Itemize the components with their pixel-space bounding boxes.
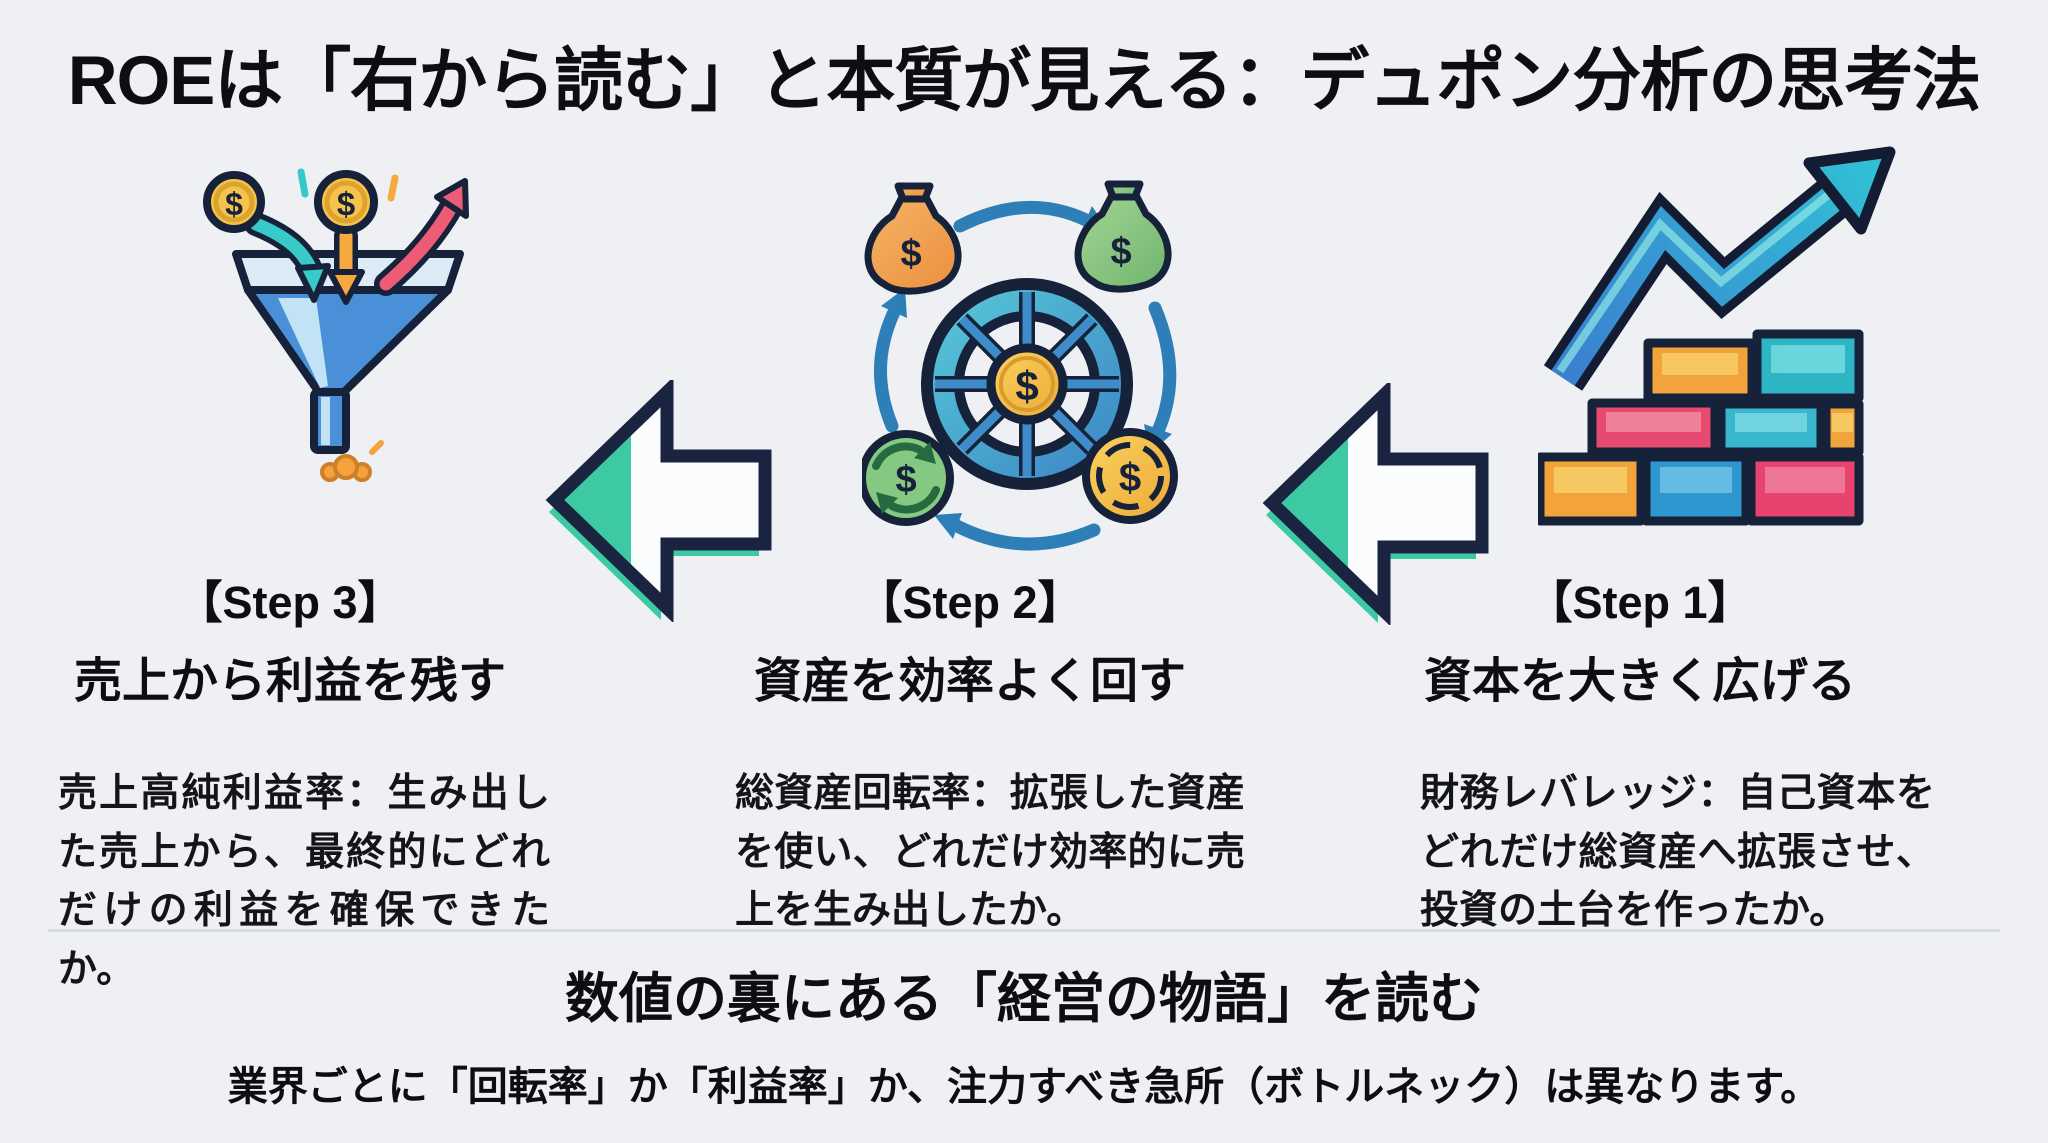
svg-text:$: $ [895,459,916,501]
step1-subtitle: 資本を大きく広げる [1423,655,1856,708]
bottom-note: 業界ごとに「回転率」か「利益率」か、注力すべき急所（ボトルネック）は異なります。 [227,1065,1821,1109]
money-bag-orange: $ [864,182,962,295]
step1-label: 【Step 1】 [1527,577,1753,628]
svg-text:$: $ [900,233,921,275]
step2-subtitle: 資産を効率よく回す [753,655,1186,708]
left-block-arrow-icon [1262,379,1492,630]
step1-description: 財務レバレッジ：自己資本をどれだけ総資産へ拡張させ、投資の土台を作ったか。 [1420,772,1935,932]
step2-heading: 【Step 2】 資産を効率よく回す [700,566,1240,711]
step3-description: 売上高純利益率：生み出した売上から、最終的にどれだけの利益を確保できたか。 [58,772,550,991]
circulation-arrows [874,200,1177,551]
svg-text:$: $ [1119,456,1141,500]
recycle-dollar-coin: $ [858,430,954,526]
step1-heading: 【Step 1】 資本を大きく広げる [1360,566,1920,711]
money-bag-green: $ [1074,180,1172,293]
gold-pile [320,440,384,482]
svg-text:$: $ [1110,231,1131,273]
orange-inflow-arrow [327,224,365,305]
svg-text:$: $ [337,186,355,223]
gold-dollar-coin: $ [1082,428,1178,524]
page-title: ROEは「右から読む」と本質が見える：デュポン分析の思考法 [67,42,1981,119]
dollar-coin: $ [314,170,378,234]
step3-subtitle: 売上から利益を残す [73,655,506,708]
svg-text:$: $ [1015,363,1038,410]
asset-turnover-wheel-icon: $ $ $ $ [858,156,1262,571]
brick-highlights [1554,345,1853,493]
bottom-heading: 数値の裏にある「経営の物語」を読む [565,969,1483,1029]
step3-heading: 【Step 3】 売上から利益を残す [20,566,560,711]
step2-label: 【Step 2】 [857,577,1083,628]
divider [48,929,2000,932]
left-block-arrow-icon [545,376,775,627]
capital-growth-bricks-icon [1535,116,1998,533]
hub-dollar-coin: $ [986,343,1068,425]
teal-inflow-arrow [244,212,331,303]
zigzag-growth-arrow [1543,146,1896,391]
step2-description: 総資産回転率：拡張した資産を使い、どれだけ効率的に売上を生み出したか。 [735,772,1245,932]
svg-text:$: $ [225,186,243,222]
red-outflow-arrow [374,178,469,296]
profit-funnel-icon: $ $ [158,136,498,491]
dollar-coin: $ [203,171,265,233]
step3-label: 【Step 3】 [177,577,403,628]
